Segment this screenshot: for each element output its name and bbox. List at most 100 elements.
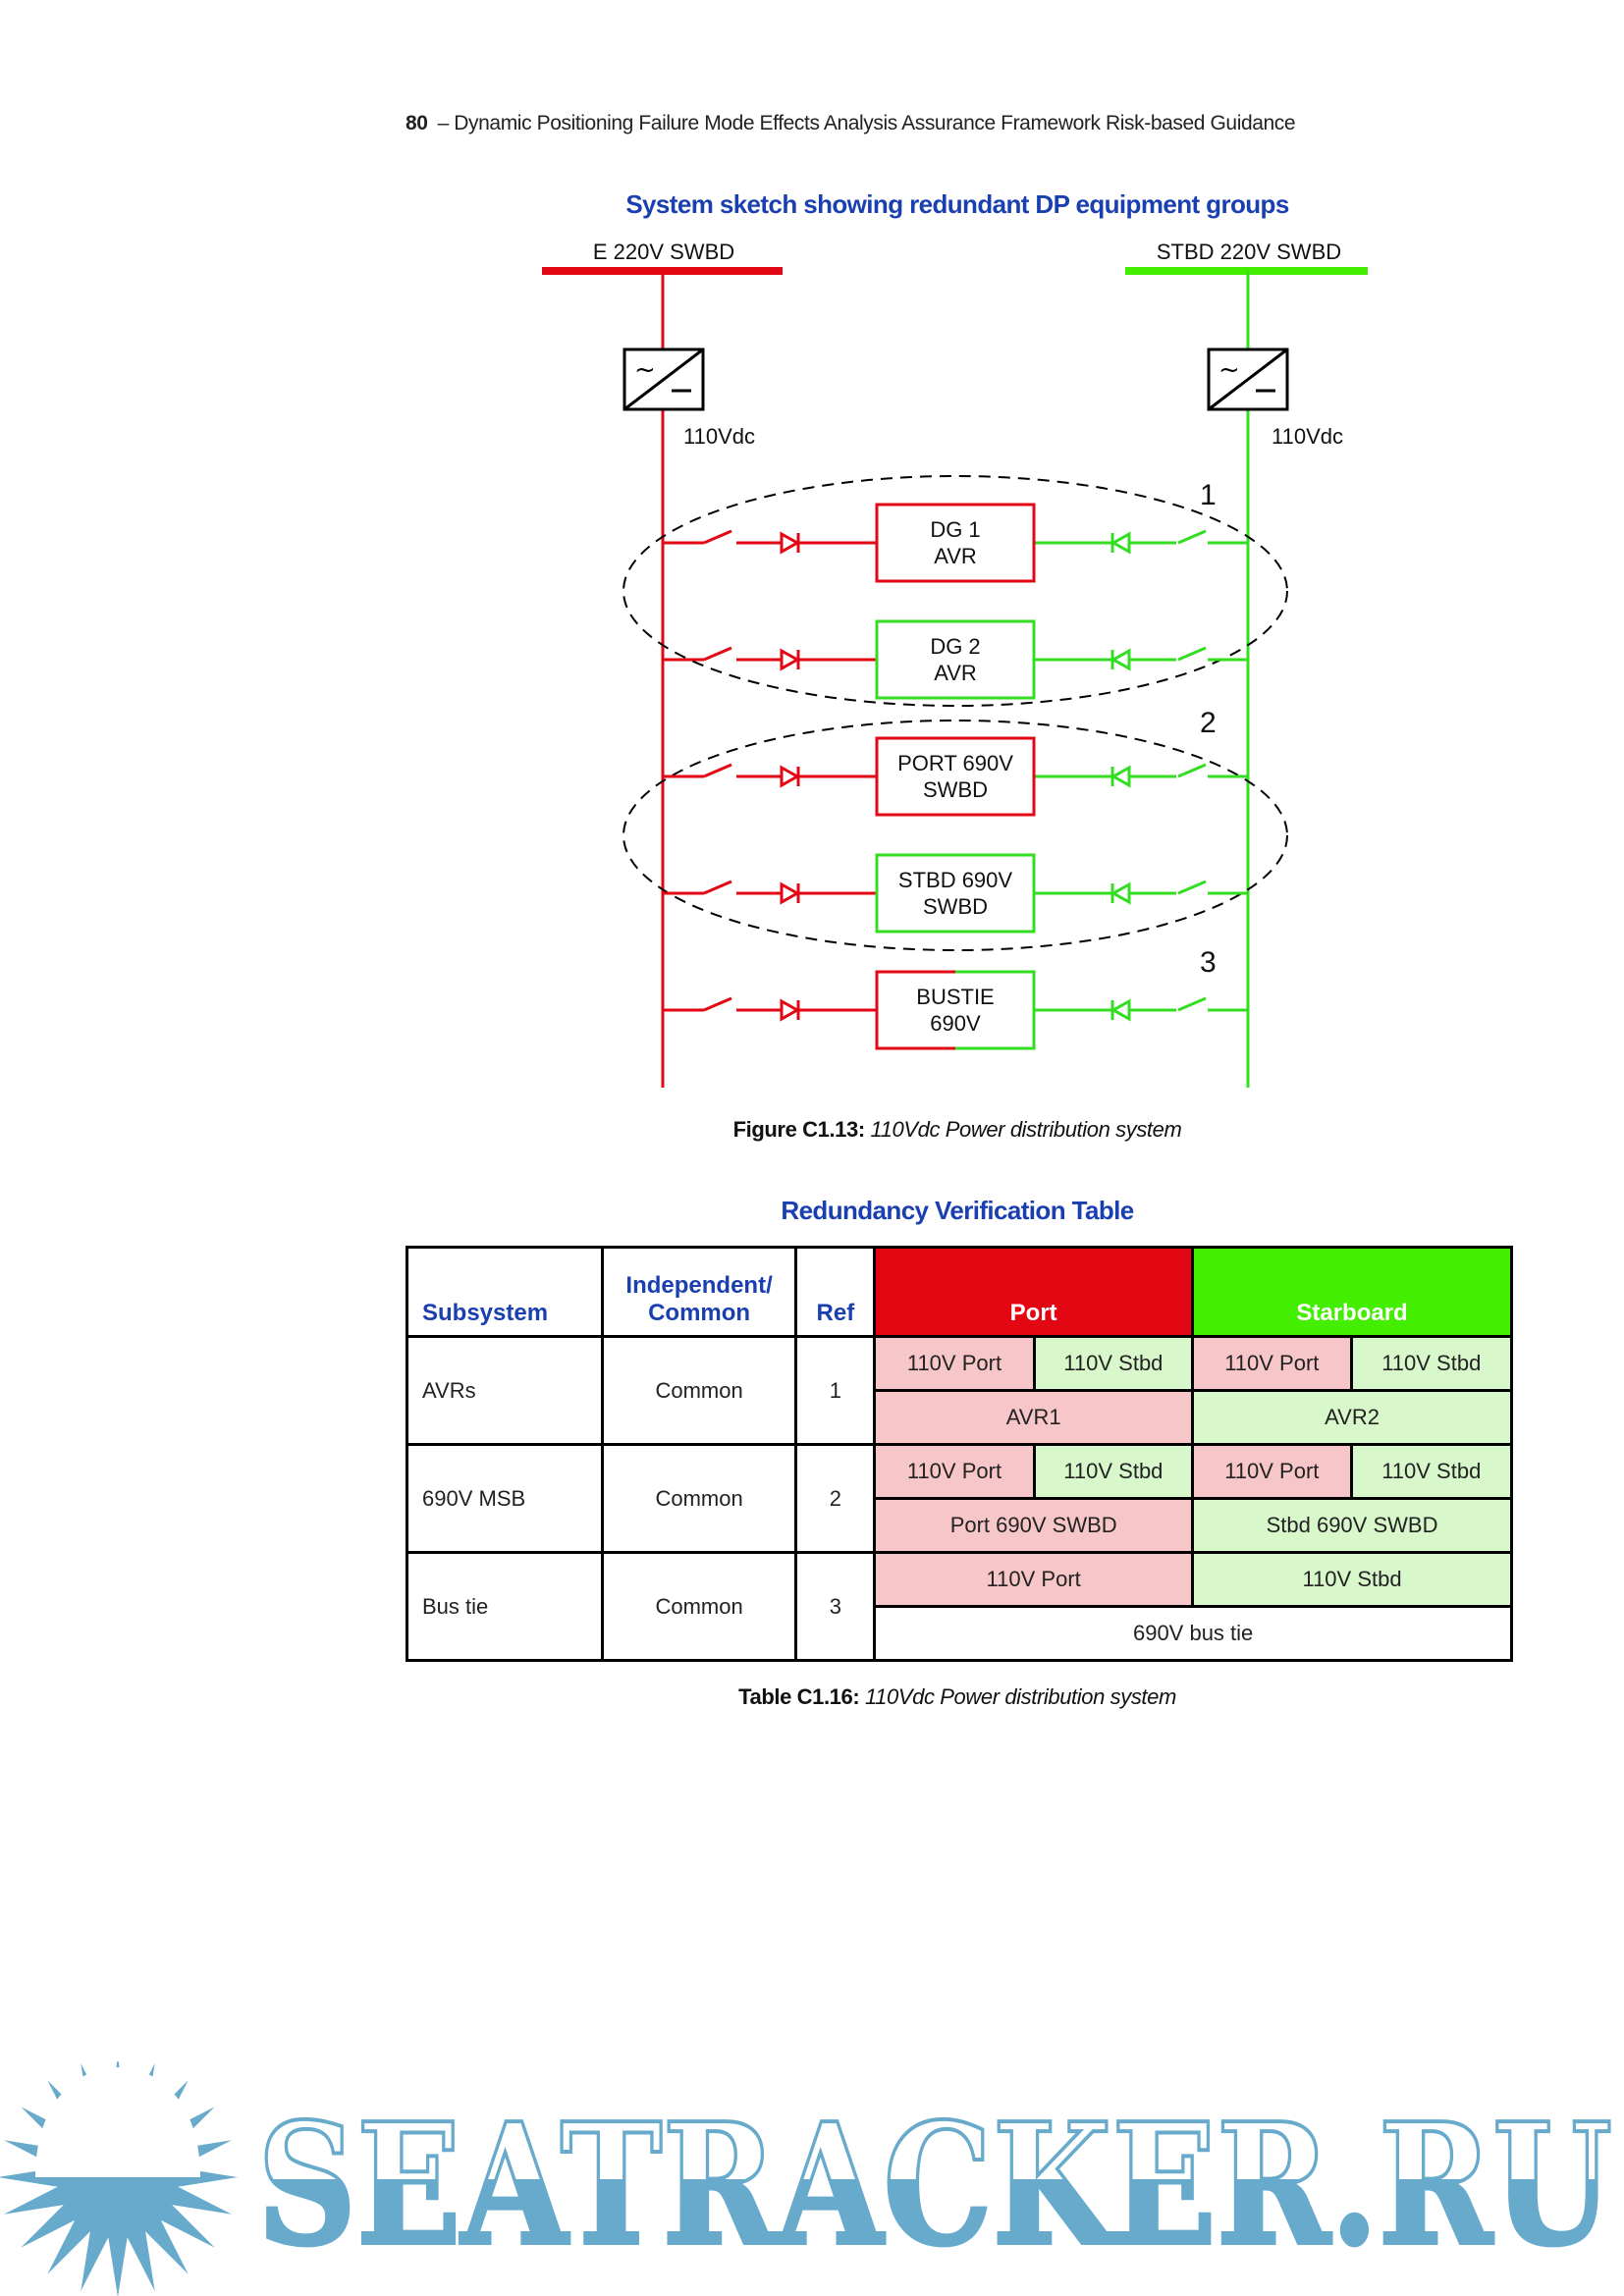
switch-icon — [1177, 529, 1207, 545]
power-distribution-diagram: E 220V SWBD STBD 220V SWBD ~ ~ 110Vdc 11… — [542, 240, 1368, 1088]
cell-port-equipment: AVR1 — [874, 1390, 1195, 1446]
header-separator: – — [437, 112, 450, 134]
group-label: 2 — [1200, 707, 1217, 739]
equipment-label: SWBD — [923, 894, 988, 919]
diode-icon — [780, 881, 801, 905]
cell-supply: 110V Port — [1192, 1444, 1353, 1500]
cell-stbd-equipment: AVR2 — [1192, 1390, 1513, 1446]
table-row: Bus tie Common 3 110V Port 110V Stbd — [406, 1551, 1513, 1662]
header-port: Port — [873, 1246, 1195, 1338]
header-independent-common: Independent/Common — [600, 1246, 798, 1338]
cell-ref: 1 — [794, 1335, 877, 1446]
table-caption-text: 110Vdc Power distribution system — [864, 1684, 1176, 1709]
diode-icon — [780, 998, 801, 1022]
equipment-label: AVR — [934, 661, 977, 685]
diode-icon — [780, 531, 801, 555]
equipment-label: PORT 690V — [897, 751, 1013, 775]
switch-icon — [1177, 646, 1207, 662]
cell-subsystem: AVRs — [406, 1335, 604, 1446]
diode-icon — [780, 648, 801, 671]
redundancy-verification-table: Subsystem Independent/Common Ref Port St… — [406, 1246, 1514, 1662]
diode-icon — [1110, 765, 1131, 788]
group-2-outline — [623, 720, 1288, 951]
table-caption-label: Table C1.16: — [738, 1684, 860, 1709]
table-row: Port 690V SWBD Stbd 690V SWBD — [407, 1498, 1513, 1554]
equipment-label: SWBD — [923, 777, 988, 802]
switch-icon — [703, 646, 732, 662]
cell-supply: 110V Port — [1192, 1336, 1353, 1392]
running-header: 80– Dynamic Positioning Failure Mode Eff… — [406, 112, 1296, 135]
group-1-outline — [623, 475, 1288, 707]
cell-subsystem: 690V MSB — [406, 1443, 604, 1554]
equipment-label: BUSTIE — [916, 985, 994, 1009]
cell-supply: 110V Port — [874, 1444, 1036, 1500]
diode-icon — [1110, 881, 1131, 905]
group-label: 1 — [1200, 479, 1217, 511]
svg-text:~: ~ — [634, 355, 656, 385]
equipment-box — [875, 736, 1036, 817]
switch-icon — [1177, 763, 1207, 778]
cell-ref: 3 — [794, 1551, 877, 1662]
switch-icon — [703, 529, 732, 545]
cell-type: Common — [600, 1551, 798, 1662]
equipment-box — [875, 853, 1036, 934]
equipment-box — [875, 619, 1036, 700]
switch-icon — [1177, 880, 1207, 895]
diode-icon — [1110, 531, 1131, 555]
cell-port-equipment: Port 690V SWBD — [874, 1498, 1195, 1554]
figure-title: System sketch showing redundant DP equip… — [625, 189, 1289, 219]
cell-subsystem: Bus tie — [406, 1551, 604, 1662]
cell-type: Common — [600, 1335, 798, 1446]
cell-supply: 110V Port — [874, 1552, 1195, 1608]
diode-icon — [1110, 648, 1131, 671]
switch-icon — [703, 763, 732, 778]
switch-icon — [1177, 996, 1207, 1012]
cell-supply: 110V Port — [874, 1336, 1036, 1392]
switch-icon — [703, 880, 732, 895]
sun-logo-icon — [0, 2061, 238, 2296]
diode-icon — [780, 765, 801, 788]
left-dc-label: 110Vdc — [683, 424, 755, 449]
watermark-text: SEATRACKER.RU — [257, 2087, 1612, 2283]
cell-shared-equipment: 690V bus tie — [873, 1605, 1513, 1662]
header-common: Common — [648, 1300, 751, 1326]
equipment-label: AVR — [934, 544, 977, 568]
cell-stbd-equipment: Stbd 690V SWBD — [1192, 1498, 1513, 1554]
cell-type: Common — [600, 1443, 798, 1554]
header-ref: Ref — [794, 1246, 877, 1338]
svg-text:~: ~ — [1218, 355, 1240, 385]
equipment-label: 690V — [930, 1011, 981, 1036]
rectifier-icon: ~ — [623, 347, 705, 411]
equipment-label: DG 1 — [930, 517, 980, 542]
header-starboard: Starboard — [1191, 1246, 1513, 1338]
table-row: 690V MSB Common 2 110V Port 110V Stbd 11… — [406, 1443, 1514, 1554]
cell-supply: 110V Stbd — [1350, 1444, 1514, 1500]
diode-icon — [1110, 998, 1131, 1022]
header-independent: Independent/ — [625, 1272, 773, 1299]
cell-supply: 110V Stbd — [1033, 1336, 1195, 1392]
group-label: 3 — [1200, 946, 1217, 979]
switch-icon — [703, 996, 732, 1012]
equipment-label: STBD 690V — [898, 868, 1012, 892]
cell-ref: 2 — [794, 1443, 877, 1554]
table-header-row: Subsystem Independent/Common Ref Port St… — [406, 1246, 1513, 1338]
table-row: AVR1 AVR2 — [407, 1390, 1513, 1446]
equipment-label: DG 2 — [930, 634, 980, 659]
cell-supply: 110V Stbd — [1033, 1444, 1195, 1500]
bustie-box — [875, 970, 955, 1050]
seatracker-watermark: SEATRACKER.RU — [0, 2061, 1614, 2296]
left-bus-label: E 220V SWBD — [593, 240, 734, 264]
page-number: 80 — [406, 112, 428, 134]
table-caption: Table C1.16: 110Vdc Power distribution s… — [738, 1684, 1176, 1710]
figure-caption-text: 110Vdc Power distribution system — [870, 1117, 1182, 1142]
right-bus-label: STBD 220V SWBD — [1157, 240, 1341, 264]
figure-caption-label: Figure C1.13: — [732, 1117, 866, 1142]
figure-caption: Figure C1.13: 110Vdc Power distribution … — [733, 1117, 1182, 1143]
table-row: AVRs Common 1 110V Port 110V Stbd 110V P… — [406, 1335, 1514, 1446]
